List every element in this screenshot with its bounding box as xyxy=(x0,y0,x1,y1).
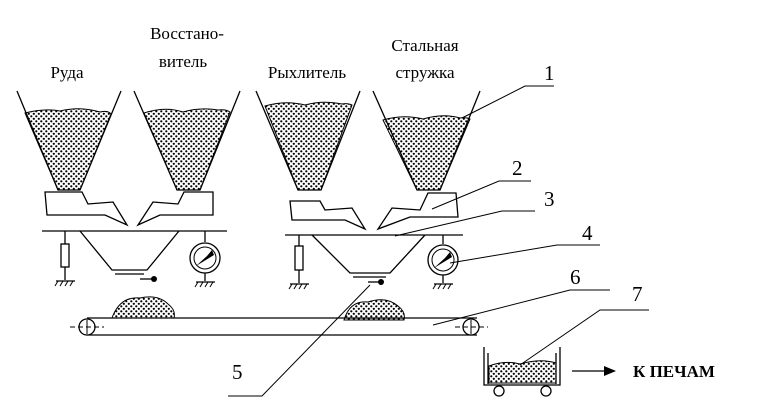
feeder-reducer xyxy=(136,191,214,227)
hopper-reducer xyxy=(133,90,241,191)
weigh-hopper-right xyxy=(311,234,426,285)
hopper-steel-shavings xyxy=(372,90,481,191)
hopper-loosener xyxy=(255,90,361,191)
dial-scale-right xyxy=(427,235,459,290)
label-steel-shavings-line1: Стальная xyxy=(391,36,458,55)
callout-leaders xyxy=(228,85,649,397)
callout-5: 5 xyxy=(232,360,243,384)
hopper-ore xyxy=(16,90,122,191)
callout-4: 4 xyxy=(582,221,593,245)
label-steel-shavings-line2: стружка xyxy=(395,63,454,82)
destination-label: К ПЕЧАМ xyxy=(633,362,715,381)
callout-7: 7 xyxy=(632,282,643,306)
callout-6: 6 xyxy=(570,265,581,289)
callout-3: 3 xyxy=(544,187,555,211)
label-reducer-line2: витель xyxy=(159,52,208,71)
callout-2: 2 xyxy=(512,156,523,180)
label-reducer-line1: Восстано- xyxy=(150,24,224,43)
feeder-loosener xyxy=(289,200,367,231)
load-cell-left xyxy=(54,231,75,287)
feeder-steel-shavings xyxy=(376,192,459,231)
weigh-hopper-left xyxy=(79,230,180,282)
load-cell-right xyxy=(288,235,309,290)
label-loosener: Рыхлитель xyxy=(268,63,346,82)
feeder-ore xyxy=(44,191,129,227)
arrow-to-furnaces xyxy=(572,366,616,376)
dial-scale-left xyxy=(189,231,221,288)
label-ore: Руда xyxy=(50,63,84,82)
callout-1: 1 xyxy=(544,61,555,85)
belt-conveyor xyxy=(70,296,488,336)
charge-cart xyxy=(483,347,561,397)
